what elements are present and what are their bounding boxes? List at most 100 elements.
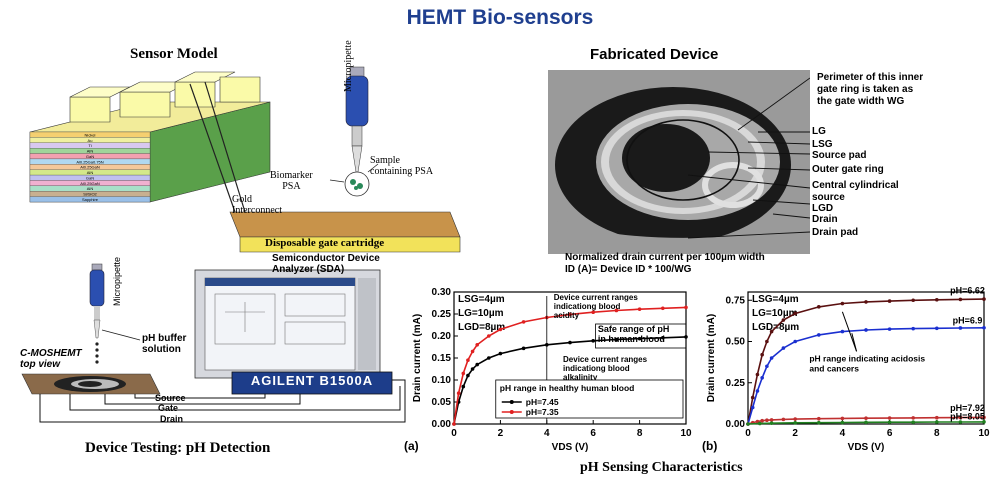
data-point — [461, 384, 466, 389]
data-point — [614, 337, 619, 342]
device-testing-heading: Device Testing: pH Detection — [85, 440, 271, 456]
layer-label-11: Si/SiO2 — [83, 192, 97, 197]
x-axis-label: VDS (V) — [552, 442, 589, 453]
x-tick-label: 0 — [745, 428, 751, 439]
data-point — [750, 405, 755, 410]
data-point — [982, 297, 986, 301]
data-point — [765, 339, 769, 344]
data-point — [781, 318, 786, 322]
normalized-current-formula: ID (A)= Device ID * 100/WG — [565, 264, 692, 275]
panel-label: (a) — [404, 439, 419, 453]
data-point — [982, 415, 986, 420]
data-point — [887, 416, 892, 420]
data-point — [864, 416, 868, 421]
layer-label-0: Nickel — [85, 132, 96, 137]
series-line — [453, 306, 687, 425]
layer-label-6: Al0.25GaN — [80, 165, 100, 170]
series-label: pH=6.62 — [950, 286, 985, 296]
data-point — [817, 305, 821, 309]
data-point — [765, 418, 769, 423]
series-line — [453, 336, 687, 425]
agilent-label: AGILENT B1500A — [250, 373, 374, 388]
acidosis-arrow-1 — [841, 311, 858, 352]
data-point — [498, 327, 503, 332]
data-point — [452, 422, 456, 426]
y-tick-label: 0.05 — [432, 397, 452, 408]
series-label: pH=6.9 — [953, 315, 983, 325]
layer-label-9: Al0.25GaN — [80, 181, 100, 186]
data-point — [760, 352, 764, 357]
data-point — [958, 420, 963, 424]
data-point — [982, 326, 986, 330]
data-point — [864, 328, 868, 332]
legend-marker — [509, 400, 514, 404]
data-point — [755, 372, 760, 377]
x-tick-label: 8 — [934, 428, 940, 439]
data-point — [614, 308, 619, 313]
data-point — [935, 297, 939, 302]
series-line — [747, 327, 985, 425]
data-point — [750, 395, 755, 400]
data-point — [935, 415, 939, 420]
data-point — [591, 339, 595, 343]
data-point — [887, 299, 892, 303]
y-tick-label: 0.00 — [432, 419, 452, 430]
normalized-current-text: Normalized drain current per 100µm width — [565, 252, 765, 263]
wire-source-label: Source — [155, 393, 186, 403]
data-point — [769, 421, 774, 425]
layer-label-10: AlN — [87, 186, 94, 191]
x-tick-label: 4 — [840, 428, 846, 439]
safe-box — [595, 323, 687, 349]
layer-label-8: GaN — [86, 175, 94, 180]
data-point — [521, 346, 526, 351]
data-point — [864, 300, 868, 304]
callout-gate-width: Perimeter of this inner gate ring is tak… — [817, 72, 924, 107]
data-point — [887, 420, 892, 424]
series-line — [747, 416, 985, 425]
callout-central-source: Central cylindrical source — [812, 180, 899, 203]
sda-label: Semiconductor Device Analyzer (SDA) — [272, 253, 380, 275]
data-point — [911, 416, 915, 420]
data-point — [456, 391, 461, 395]
sensor-model-diagram: NickelAuTiAlNGaNAl0.25Ga0.75NAl0.25GaNAl… — [29, 66, 461, 253]
data-point — [911, 420, 915, 424]
data-point — [958, 415, 963, 420]
legend-title: pH range in healthy human blood — [500, 383, 635, 393]
data-point — [781, 346, 786, 350]
x-tick-label: 6 — [887, 428, 893, 439]
data-point — [755, 389, 760, 393]
data-point — [591, 310, 595, 315]
data-point — [755, 419, 760, 424]
series-label: pH=8.05 — [950, 411, 985, 421]
data-point — [982, 420, 986, 424]
data-point — [637, 336, 642, 341]
y-tick-label: 0.25 — [726, 378, 746, 389]
data-point — [935, 420, 939, 424]
legend-entry: pH=7.35 — [526, 407, 559, 417]
data-point — [470, 349, 475, 354]
param-label: LG=10µm — [752, 308, 798, 319]
panel-label: (b) — [702, 439, 717, 453]
data-point — [887, 327, 892, 331]
y-axis-label: Drain current (mA) — [412, 314, 423, 402]
layer-label-5: Al0.25Ga0.75N — [76, 159, 103, 164]
cartridge-label: Disposable gate cartridge — [265, 237, 385, 249]
x-tick-label: 6 — [590, 428, 596, 439]
series-line — [747, 421, 985, 425]
wire-drain-label: Drain — [160, 414, 184, 424]
data-point — [793, 311, 797, 316]
data-point — [958, 326, 963, 330]
layer-label-3: AlN — [87, 149, 94, 154]
x-tick-label: 2 — [498, 428, 504, 439]
data-point — [793, 417, 797, 421]
data-point — [746, 422, 750, 426]
data-point — [817, 416, 821, 421]
data-point — [817, 420, 821, 425]
data-point — [568, 312, 572, 317]
data-point — [758, 421, 762, 426]
